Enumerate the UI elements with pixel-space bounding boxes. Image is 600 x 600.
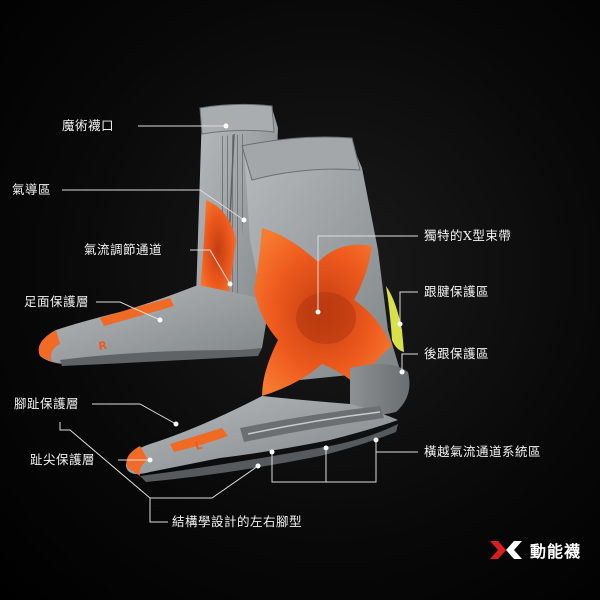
left-sock-achilles-accent [386,286,404,352]
dot-cross-airflow-1 [269,449,275,455]
leader-x-band [317,235,418,312]
leader-rear-heel [401,353,418,372]
label-cross-airflow: 橫越氣流通道系統區 [424,444,542,459]
label-rear-heel-zone: 後跟保護區 [424,346,490,361]
label-magic-cuff: 魔術襪口 [62,118,115,133]
left-sock-airflow-line [247,411,381,435]
dot-rear-heel [399,369,405,375]
left-sock-mark: L [194,439,204,453]
right-sock-orange-panel [200,200,236,300]
dot-instep [157,317,163,323]
left-sock-airflow-band [240,406,384,442]
left-sock-sole [140,424,398,482]
left-sock-x-shadow [296,292,356,344]
leader-anatomical [59,422,259,499]
dot-achilles [397,321,403,327]
label-toe-tip-layer: 趾尖保護層 [30,452,96,467]
leader-dots [147,123,405,469]
leader-cross-airflow [271,440,377,483]
leader-lines [59,125,418,523]
label-unique-x-band: 獨特的X型束帶 [424,228,512,243]
leader-sole [92,403,177,425]
right-sock-sole [60,348,262,366]
dot-magic-cuff [223,123,229,129]
right-sock-cuff [199,103,275,135]
label-instep-layer: 足面保護層 [24,294,90,309]
left-sock-instep-stripe [170,428,228,452]
label-sole-layer: 腳趾保護層 [14,396,80,411]
label-air-guide-zone: 氣導區 [12,182,52,197]
dot-cross-airflow-2 [323,445,329,451]
right-sock-instep-stripe [100,298,174,326]
brand-name: 動能襪 [530,542,582,561]
dot-cross-airflow-3 [373,437,379,443]
leader-achilles [399,291,418,324]
right-sock-toe-tip [38,330,60,362]
dot-toe-tip [147,457,153,463]
dot-air-guide [241,217,247,223]
right-sock-mark: R [98,339,109,353]
dot-anatomical [255,463,261,469]
leader-air-guide [62,189,245,221]
dot-x-band [315,309,321,315]
leader-airflow-channel [190,249,231,285]
leader-instep [96,301,161,321]
left-sock-heel [350,363,410,416]
x-bionic-icon [490,541,522,559]
right-sock: R [38,103,278,366]
left-sock-toe-tip [126,446,148,476]
label-airflow-channel: 氣流調節通道 [84,242,163,257]
dot-sole [173,421,179,427]
right-sock-foot [38,285,270,365]
label-achilles-zone: 跟腱保護區 [424,284,490,299]
label-anatomical: 結構學設計的左右腳型 [172,514,303,529]
dot-airflow-channel [227,281,233,287]
brand-logo: 動能襪 [488,535,581,565]
left-sock: L [126,136,410,482]
leader-anatomical-label [149,498,168,523]
left-sock-cuff [241,136,361,181]
